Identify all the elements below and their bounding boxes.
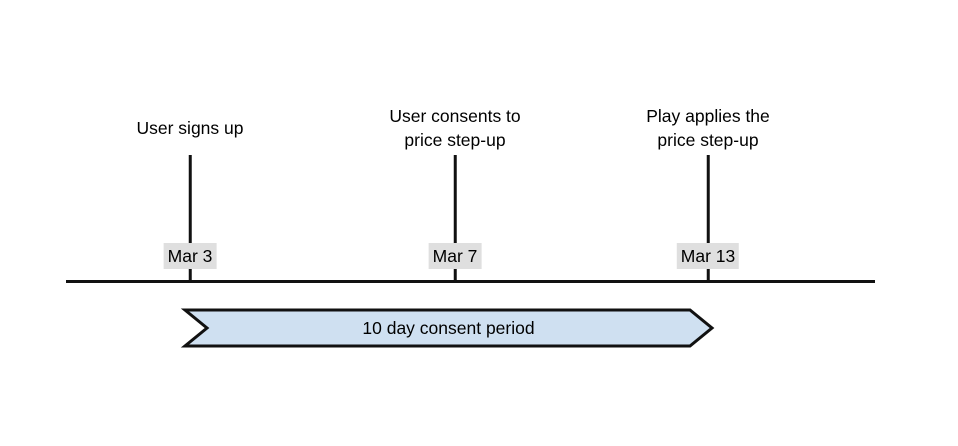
event-label-play-applies-step-up: Play applies the price step-up (646, 104, 770, 152)
event-date-chip-user-signs-up: Mar 3 (163, 243, 217, 269)
event-date-chip-user-consents: Mar 7 (428, 243, 482, 269)
event-label-user-signs-up: User signs up (137, 116, 244, 140)
event-label-user-consents: User consents to price step-up (389, 104, 520, 152)
event-tick-line-play-applies-step-up (706, 155, 710, 282)
event-label-line1: User signs up (136, 118, 244, 138)
timeline-axis (66, 280, 875, 283)
event-date-chip-play-applies-step-up: Mar 13 (676, 243, 740, 269)
event-tick-line-user-consents (453, 155, 457, 282)
event-label-line2: price step-up (657, 130, 759, 150)
consent-period-banner: 10 day consent period (180, 308, 715, 348)
event-tick-line-user-signs-up (188, 155, 192, 282)
event-label-line2: price step-up (404, 130, 506, 150)
chevron-shape (180, 308, 715, 348)
event-label-line1: Play applies the (646, 106, 770, 126)
chevron-arrow-icon (180, 308, 715, 348)
event-label-line1: User consents to (389, 106, 521, 126)
